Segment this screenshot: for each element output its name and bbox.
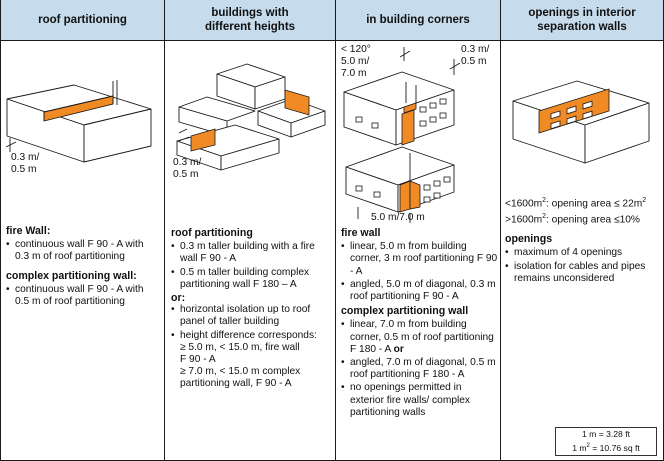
unit-text: = 10.76 sq ft bbox=[589, 442, 640, 453]
list-item: continuous wall F 90 - A with 0.5 m of r… bbox=[6, 284, 160, 308]
opening-shape bbox=[582, 110, 593, 120]
opening-shape bbox=[566, 115, 577, 125]
fire-wall-shape bbox=[399, 180, 411, 213]
fire-wall-shape bbox=[409, 180, 421, 210]
angle-line: 5.0 m/ bbox=[341, 56, 370, 67]
area-text: : opening area ≤10% bbox=[546, 213, 640, 225]
different-heights-text: roof partitioning 0.3 m taller building … bbox=[171, 224, 333, 392]
area-text: <1600m bbox=[505, 198, 543, 210]
header-line: separation walls bbox=[537, 21, 627, 33]
opening-shape bbox=[582, 100, 593, 110]
list-item-text: linear, 7.0 m from building corner, 0.5 … bbox=[350, 319, 494, 355]
header-openings: openings in interior separation walls bbox=[501, 0, 663, 40]
roof-partitioning-illustration bbox=[5, 80, 152, 163]
dimension-line: 0.5 m bbox=[461, 56, 487, 67]
roof-partitioning-list: 0.3 m taller building with a fire wall F… bbox=[171, 241, 333, 291]
area-rule-large: >1600m2: opening area ≤10% bbox=[505, 211, 661, 227]
header-building-corners: in building corners bbox=[336, 0, 500, 40]
dimension-label: 0.3 m/ 0.5 m bbox=[11, 152, 39, 176]
condition-line: F 90 - A bbox=[180, 354, 216, 366]
list-item: angled, 5.0 m of diagonal, 0.3 m roof pa… bbox=[341, 279, 498, 303]
openings-title: openings bbox=[505, 233, 553, 246]
roof-partitioning-text: fire Wall: continuous wall F 90 - A with… bbox=[6, 222, 160, 309]
fire-wall-list: continuous wall F 90 - A with 0.3 m of r… bbox=[6, 239, 160, 263]
condition-line: ≥ 7.0 m, < 15.0 m complex bbox=[180, 366, 301, 378]
fire-wall-shape bbox=[190, 128, 216, 152]
dimension-line: 0.3 m/ bbox=[461, 44, 490, 55]
column-divider bbox=[164, 0, 165, 461]
dimension-line: 0.5 m bbox=[11, 164, 37, 175]
header-divider bbox=[0, 40, 664, 41]
fire-wall-shape bbox=[403, 102, 417, 114]
fire-wall-shape bbox=[401, 109, 415, 146]
opening-shape bbox=[550, 110, 561, 120]
angle-label: < 120° 5.0 m/ 7.0 m bbox=[341, 44, 371, 80]
fire-wall-shape bbox=[284, 89, 310, 116]
list-item: isolation for cables and pipes remains u… bbox=[505, 261, 661, 285]
fire-wall-list: linear, 5.0 m from building corner, 3 m … bbox=[341, 241, 498, 303]
list-item: continuous wall F 90 - A with 0.3 m of r… bbox=[6, 239, 160, 263]
unit-conversion-box: 1 m = 3.28 ft 1 m2 = 10.76 sq ft bbox=[555, 427, 657, 456]
list-item: maximum of 4 openings bbox=[505, 247, 661, 259]
or-label: or bbox=[393, 343, 404, 355]
dimension-line: 0.3 m/ bbox=[173, 157, 202, 168]
condition-line: ≥ 5.0 m, < 15.0 m, fire wall bbox=[180, 341, 300, 353]
area-text: >1600m bbox=[505, 213, 543, 225]
or-label: or: bbox=[171, 292, 186, 305]
list-item: height difference corresponds: ≥ 5.0 m, … bbox=[171, 330, 333, 391]
complex-wall-list: continuous wall F 90 - A with 0.5 m of r… bbox=[6, 284, 160, 308]
list-item-text: height difference corresponds: bbox=[180, 329, 317, 341]
fire-wall-title: fire Wall: bbox=[6, 225, 51, 237]
dimension-line: 0.5 m bbox=[173, 169, 199, 180]
dimension-label-bottom: 5.0 m/7.0 m bbox=[371, 212, 425, 223]
roof-partitioning-title: roof partitioning bbox=[171, 227, 253, 239]
superscript: 2 bbox=[586, 443, 590, 449]
header-line: in building corners bbox=[366, 14, 470, 26]
list-item: no openings permitted in exterior fire w… bbox=[341, 382, 498, 419]
openings-illustration bbox=[512, 80, 650, 164]
unit-text: 1 m bbox=[572, 442, 587, 453]
unit-line: 1 m = 3.28 ft bbox=[581, 429, 630, 439]
complex-wall-title: complex partitioning wall: bbox=[6, 269, 137, 282]
list-item: 0.5 m taller building complex partitioni… bbox=[171, 267, 333, 291]
openings-list: maximum of 4 openings isolation for cabl… bbox=[505, 247, 661, 285]
list-item: 0.3 m taller building with a fire wall F… bbox=[171, 241, 333, 265]
fire-wall-title: fire wall bbox=[341, 227, 381, 239]
dimension-line: 0.3 m/ bbox=[11, 152, 40, 163]
angle-line: < 120° bbox=[341, 44, 371, 55]
dimension-label: 0.3 m/ 0.5 m bbox=[173, 157, 201, 181]
list-item: linear, 5.0 m from building corner, 3 m … bbox=[341, 241, 498, 278]
openings-text: <1600m2: opening area ≤ 22m2 >1600m2: op… bbox=[505, 195, 661, 286]
column-divider bbox=[335, 0, 336, 461]
header-line: openings in interior bbox=[528, 7, 636, 19]
alternative-list: horizontal isolation up to roof panel of… bbox=[171, 304, 333, 390]
list-item: linear, 7.0 m from building corner, 0.5 … bbox=[341, 319, 498, 356]
angle-line: 7.0 m bbox=[341, 68, 367, 79]
opening-shape bbox=[566, 105, 577, 115]
list-item: angled, 7.0 m of diagonal, 0.5 m roof pa… bbox=[341, 357, 498, 381]
building-corners-text: fire wall linear, 5.0 m from building co… bbox=[341, 224, 498, 420]
opening-shape bbox=[550, 120, 561, 130]
column-divider bbox=[500, 0, 501, 461]
building-corners-illustration bbox=[343, 47, 461, 223]
area-text: : opening area ≤ 22m bbox=[546, 198, 643, 210]
header-line: different heights bbox=[204, 21, 296, 33]
complex-wall-list: linear, 7.0 m from building corner, 0.5 … bbox=[341, 319, 498, 419]
condition-line: partitioning wall, F 90 - A bbox=[180, 378, 292, 390]
header-line: buildings with bbox=[211, 7, 289, 19]
unit-line: 1 m2 = 10.76 sq ft bbox=[556, 440, 656, 453]
header-line: roof partitioning bbox=[38, 14, 127, 26]
different-heights-illustration bbox=[176, 63, 326, 171]
complex-wall-title: complex partitioning wall bbox=[341, 305, 469, 318]
superscript: 2 bbox=[642, 197, 647, 204]
header-roof-partitioning: roof partitioning bbox=[1, 0, 164, 40]
superscript: 2 bbox=[542, 197, 547, 204]
superscript: 2 bbox=[542, 212, 547, 220]
list-item: horizontal isolation up to roof panel of… bbox=[171, 304, 333, 328]
dimension-label: 0.3 m/ 0.5 m bbox=[461, 44, 489, 68]
area-rule-small: <1600m2: opening area ≤ 22m2 bbox=[505, 195, 661, 211]
header-different-heights: buildings with different heights bbox=[165, 0, 335, 40]
